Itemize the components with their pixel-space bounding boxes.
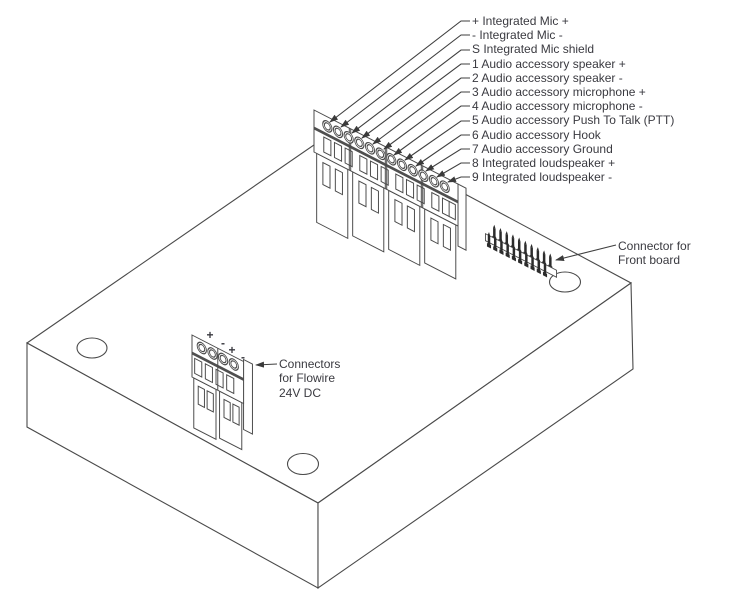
front-board-leader-line: [555, 244, 617, 261]
flowire-screw-terminals: [196, 341, 239, 371]
leader-line: [372, 77, 470, 145]
audio-terminal-block: [313, 109, 467, 280]
leader-line: [340, 34, 470, 128]
leader-line: [425, 148, 470, 172]
flowire-polarity-plus-1: +: [206, 328, 214, 342]
mounting-hole-left: [76, 337, 108, 359]
flowire-callout-line: 24V DC: [279, 385, 322, 400]
leader-line: [383, 91, 470, 150]
flowire-callout-line: for Flowire: [279, 371, 336, 386]
board-right-face: [317, 281, 634, 590]
flowire-callout: Connectors for Flowire 24V DC: [279, 357, 340, 400]
flowire-terminal-block: [191, 334, 253, 451]
front-board-callout-line: Connector for: [618, 239, 691, 253]
flowire-leader-line: [255, 361, 278, 368]
front-board-callout-line: Front board: [618, 253, 681, 268]
board-body: [25, 126, 634, 590]
flowire-polarity-minus-2: -: [241, 350, 245, 364]
pin-callout: 1 Audio accessory speaker +: [472, 56, 626, 71]
audio-bevel-band: [314, 126, 459, 204]
leader-line: [361, 63, 470, 139]
leader-line: [436, 162, 470, 178]
pin-callout: 9 Integrated loudspeaker -: [472, 170, 613, 185]
leader-line: [329, 20, 470, 123]
flowire-polarity-minus-1: -: [221, 336, 225, 350]
pin-callout: + Integrated Mic +: [472, 14, 569, 28]
pin-callout: - Integrated Mic -: [472, 28, 563, 43]
pin-callout: 8 Integrated loudspeaker +: [472, 156, 616, 171]
leader-line: [447, 176, 470, 183]
flowire-end-flap: [243, 358, 253, 435]
leader-line: [351, 49, 470, 134]
front-board-pin-header: [484, 223, 558, 278]
leader-line: [415, 134, 470, 167]
leader-line: [404, 120, 470, 161]
leader-line: [393, 105, 470, 156]
front-board-callout: Connector for Front board: [618, 239, 691, 267]
flowire-callout-line: Connectors: [279, 357, 341, 371]
pin-callout: 2 Audio accessory speaker -: [472, 70, 623, 85]
audio-block-end-flap: [457, 183, 467, 251]
audio-screw-terminals: [322, 120, 450, 194]
mounting-hole-right: [548, 271, 582, 293]
pin-callout: 3 Audio accessory microphone +: [472, 85, 646, 100]
flowire-polarity-plus-2: +: [228, 343, 236, 357]
pin-leader-lines: [329, 20, 470, 183]
pin-callout-list: + Integrated Mic + - Integrated Mic - S …: [472, 14, 674, 184]
pin-callout: 7 Audio accessory Ground: [472, 141, 613, 156]
pin-callout: 6 Audio accessory Hook: [472, 127, 601, 142]
pin-callout: 5 Audio accessory Push To Talk (PTT): [472, 113, 675, 128]
mounting-hole-bottom: [286, 452, 320, 476]
pin-callout: S Integrated Mic shield: [472, 42, 595, 57]
pin-callout: 4 Audio accessory microphone -: [472, 99, 643, 114]
